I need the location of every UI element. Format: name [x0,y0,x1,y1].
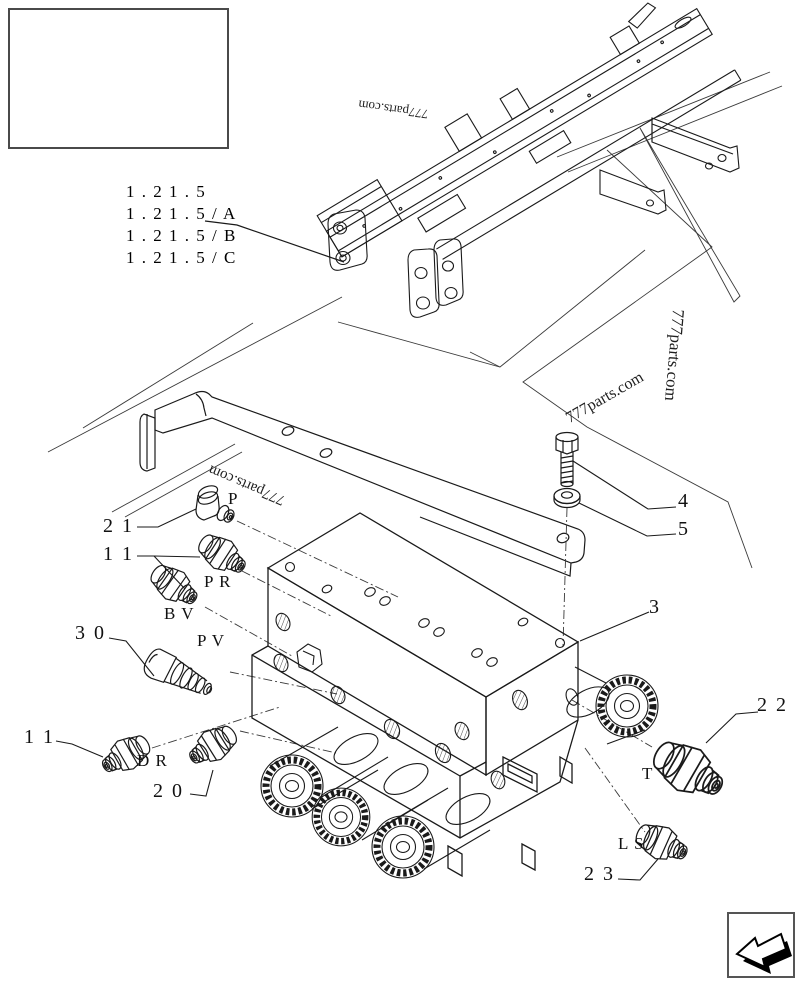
phantom-outline-lines [47,71,783,569]
port-label-pv: P V [197,631,226,650]
projection-lines [151,507,653,833]
port-label-bv: B V [164,604,195,623]
reference-leader-line [204,220,345,263]
fitting-20 [182,718,244,774]
port-label-ls: L S [618,834,645,853]
back-navigation-button[interactable] [727,912,795,978]
valve-block-body [251,512,580,878]
washer-item5 [553,487,581,509]
callout-5: 5 [678,518,690,540]
elbow-fitting-p [195,485,235,523]
knurled-nut-right [596,675,658,737]
hex-bolt-item4 [555,431,579,488]
block-face-ports [273,612,579,790]
fitting-t-22 [644,730,733,810]
port-label-p: P [228,489,239,508]
reference-link-1215-b[interactable]: 1 . 2 1 . 5 / B [126,226,237,245]
reference-link-list: 1 . 2 1 . 5 1 . 2 1 . 5 / A 1 . 2 1 . 5 … [126,181,237,269]
block-top-ports [284,561,566,667]
callout-23: 2 3 [584,863,615,885]
knurled-nut-3 [372,816,434,878]
reference-link-1215-a[interactable]: 1 . 2 1 . 5 / A [126,204,237,223]
callout-21: 2 1 [103,515,134,537]
callout-3: 3 [649,596,661,618]
relief-valve-pv [143,648,213,696]
chassis-frame-drawing [316,2,742,318]
back-arrow-icon [735,932,792,974]
port-label-t: T [642,764,654,783]
mounting-bracket-bar [139,390,586,577]
callout-4: 4 [678,490,690,512]
callout-30: 3 0 [75,622,106,644]
port-label-pr: P R [204,572,232,591]
knurled-nut-2 [312,788,370,846]
callout-22: 2 2 [757,694,788,716]
callout-11-upper: 1 1 [103,543,134,565]
port-label-dr: D R [137,751,168,770]
reference-link-1215[interactable]: 1 . 2 1 . 5 [126,182,207,201]
callout-leader-lines [55,460,759,881]
callout-11-lower: 1 1 [24,726,55,748]
thumbnail-inset-box [8,8,229,149]
callout-20: 2 0 [153,780,184,802]
reference-link-1215-c[interactable]: 1 . 2 1 . 5 / C [126,248,237,267]
